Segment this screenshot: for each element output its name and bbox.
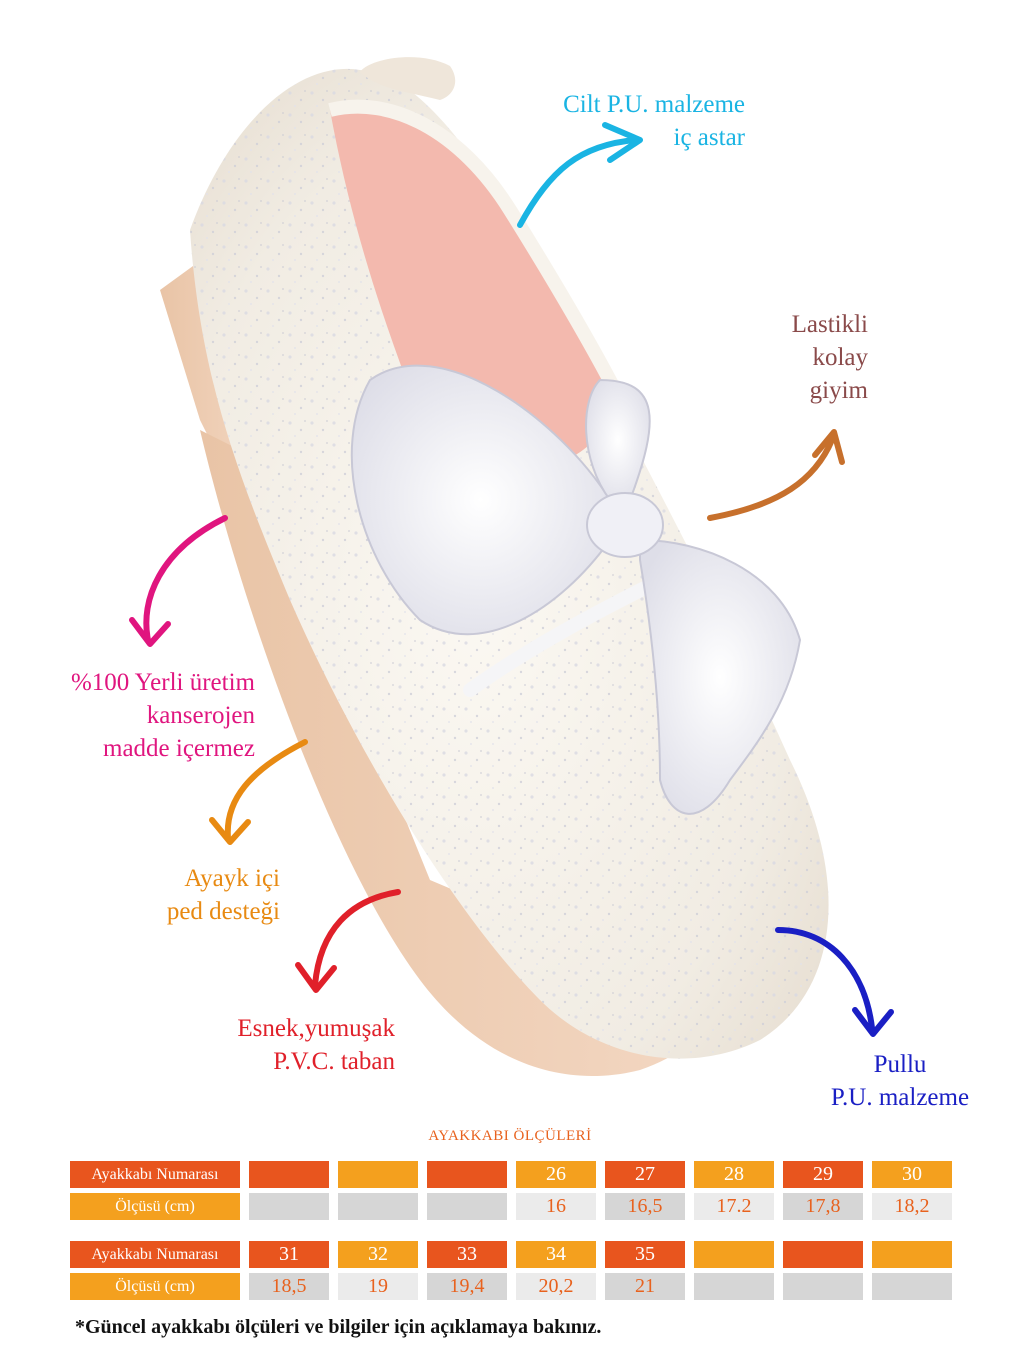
callout-elastic: Lastikli kolay giyim	[700, 308, 868, 407]
measure-cell	[249, 1193, 329, 1220]
size-cell	[249, 1161, 329, 1188]
size-cell: 29	[783, 1161, 863, 1188]
size-cell: 35	[605, 1241, 685, 1268]
measure-cell	[694, 1273, 774, 1300]
measure-row-2: Ölçüsü (cm) 18,5 19 19,4 20,2 21	[70, 1273, 961, 1300]
size-row-2: Ayakkabı Numarası 31 32 33 34 35	[70, 1241, 961, 1268]
shoe-illustration	[160, 57, 829, 1076]
measure-row-label: Ölçüsü (cm)	[70, 1193, 240, 1220]
measure-cell	[338, 1193, 418, 1220]
measure-cell: 18,5	[249, 1273, 329, 1300]
footnote: *Güncel ayakkabı ölçüleri ve bilgiler iç…	[75, 1316, 602, 1338]
size-cell: 33	[427, 1241, 507, 1268]
callout-insole: Ayayk içi ped desteği	[100, 862, 280, 928]
callout-sequin: Pullu P.U. malzeme	[810, 1048, 990, 1114]
measure-cell: 18,2	[872, 1193, 952, 1220]
measure-row-1: Ölçüsü (cm) 16 16,5 17.2 17,8 18,2	[70, 1193, 961, 1220]
size-row-label: Ayakkabı Numarası	[70, 1161, 240, 1188]
measure-cell	[783, 1273, 863, 1300]
callout-local-line-3: madde içermez	[103, 735, 255, 762]
satin-bow	[350, 364, 802, 815]
measure-cell: 21	[605, 1273, 685, 1300]
size-table-title: AYAKKABI ÖLÇÜLERİ	[428, 1128, 592, 1144]
callout-local: %100 Yerli üretim kanserojen madde içerm…	[30, 666, 255, 765]
measure-cell: 16	[516, 1193, 596, 1220]
size-cell: 31	[249, 1241, 329, 1268]
callout-lining: Cilt P.U. malzeme iç astar	[520, 88, 745, 154]
measure-cell: 17.2	[694, 1193, 774, 1220]
size-cell	[694, 1241, 774, 1268]
heel-tab	[360, 57, 456, 100]
size-row-label: Ayakkabı Numarası	[70, 1241, 240, 1268]
callout-local-line-2: kanserojen	[146, 702, 255, 729]
size-row-1: Ayakkabı Numarası 26 27 28 29 30	[70, 1161, 961, 1188]
callout-elastic-line-1: Lastikli	[791, 311, 868, 338]
size-cell	[872, 1241, 952, 1268]
callout-elastic-line-3: giyim	[809, 377, 868, 404]
measure-cell: 17,8	[783, 1193, 863, 1220]
callout-sequin-line-2: P.U. malzeme	[830, 1084, 970, 1111]
measure-cell: 19,4	[427, 1273, 507, 1300]
callout-sole-line-1: Esnek,yumuşak	[237, 1015, 395, 1042]
callout-sole: Esnek,yumuşak P.V.C. taban	[170, 1012, 395, 1078]
size-cell: 28	[694, 1161, 774, 1188]
measure-row-label: Ölçüsü (cm)	[70, 1273, 240, 1300]
size-cell	[783, 1241, 863, 1268]
callout-lining-line-2: iç astar	[673, 124, 745, 151]
callout-insole-line-1: Ayayk içi	[184, 865, 280, 892]
measure-cell: 19	[338, 1273, 418, 1300]
size-cell: 27	[605, 1161, 685, 1188]
size-cell: 34	[516, 1241, 596, 1268]
measure-cell	[427, 1193, 507, 1220]
callout-local-line-1: %100 Yerli üretim	[70, 669, 255, 696]
shoe-lining	[330, 106, 620, 470]
callout-insole-line-2: ped desteği	[166, 898, 280, 925]
size-cell	[338, 1161, 418, 1188]
size-cell: 26	[516, 1161, 596, 1188]
callout-lining-line-1: Cilt P.U. malzeme	[563, 91, 745, 118]
measure-cell	[872, 1273, 952, 1300]
size-cell	[427, 1161, 507, 1188]
measure-cell: 16,5	[605, 1193, 685, 1220]
callout-elastic-line-2: kolay	[812, 344, 868, 371]
size-cell: 30	[872, 1161, 952, 1188]
size-cell: 32	[338, 1241, 418, 1268]
callout-sequin-line-1: Pullu	[873, 1051, 927, 1078]
measure-cell: 20,2	[516, 1273, 596, 1300]
callout-sole-line-2: P.V.C. taban	[273, 1048, 395, 1075]
